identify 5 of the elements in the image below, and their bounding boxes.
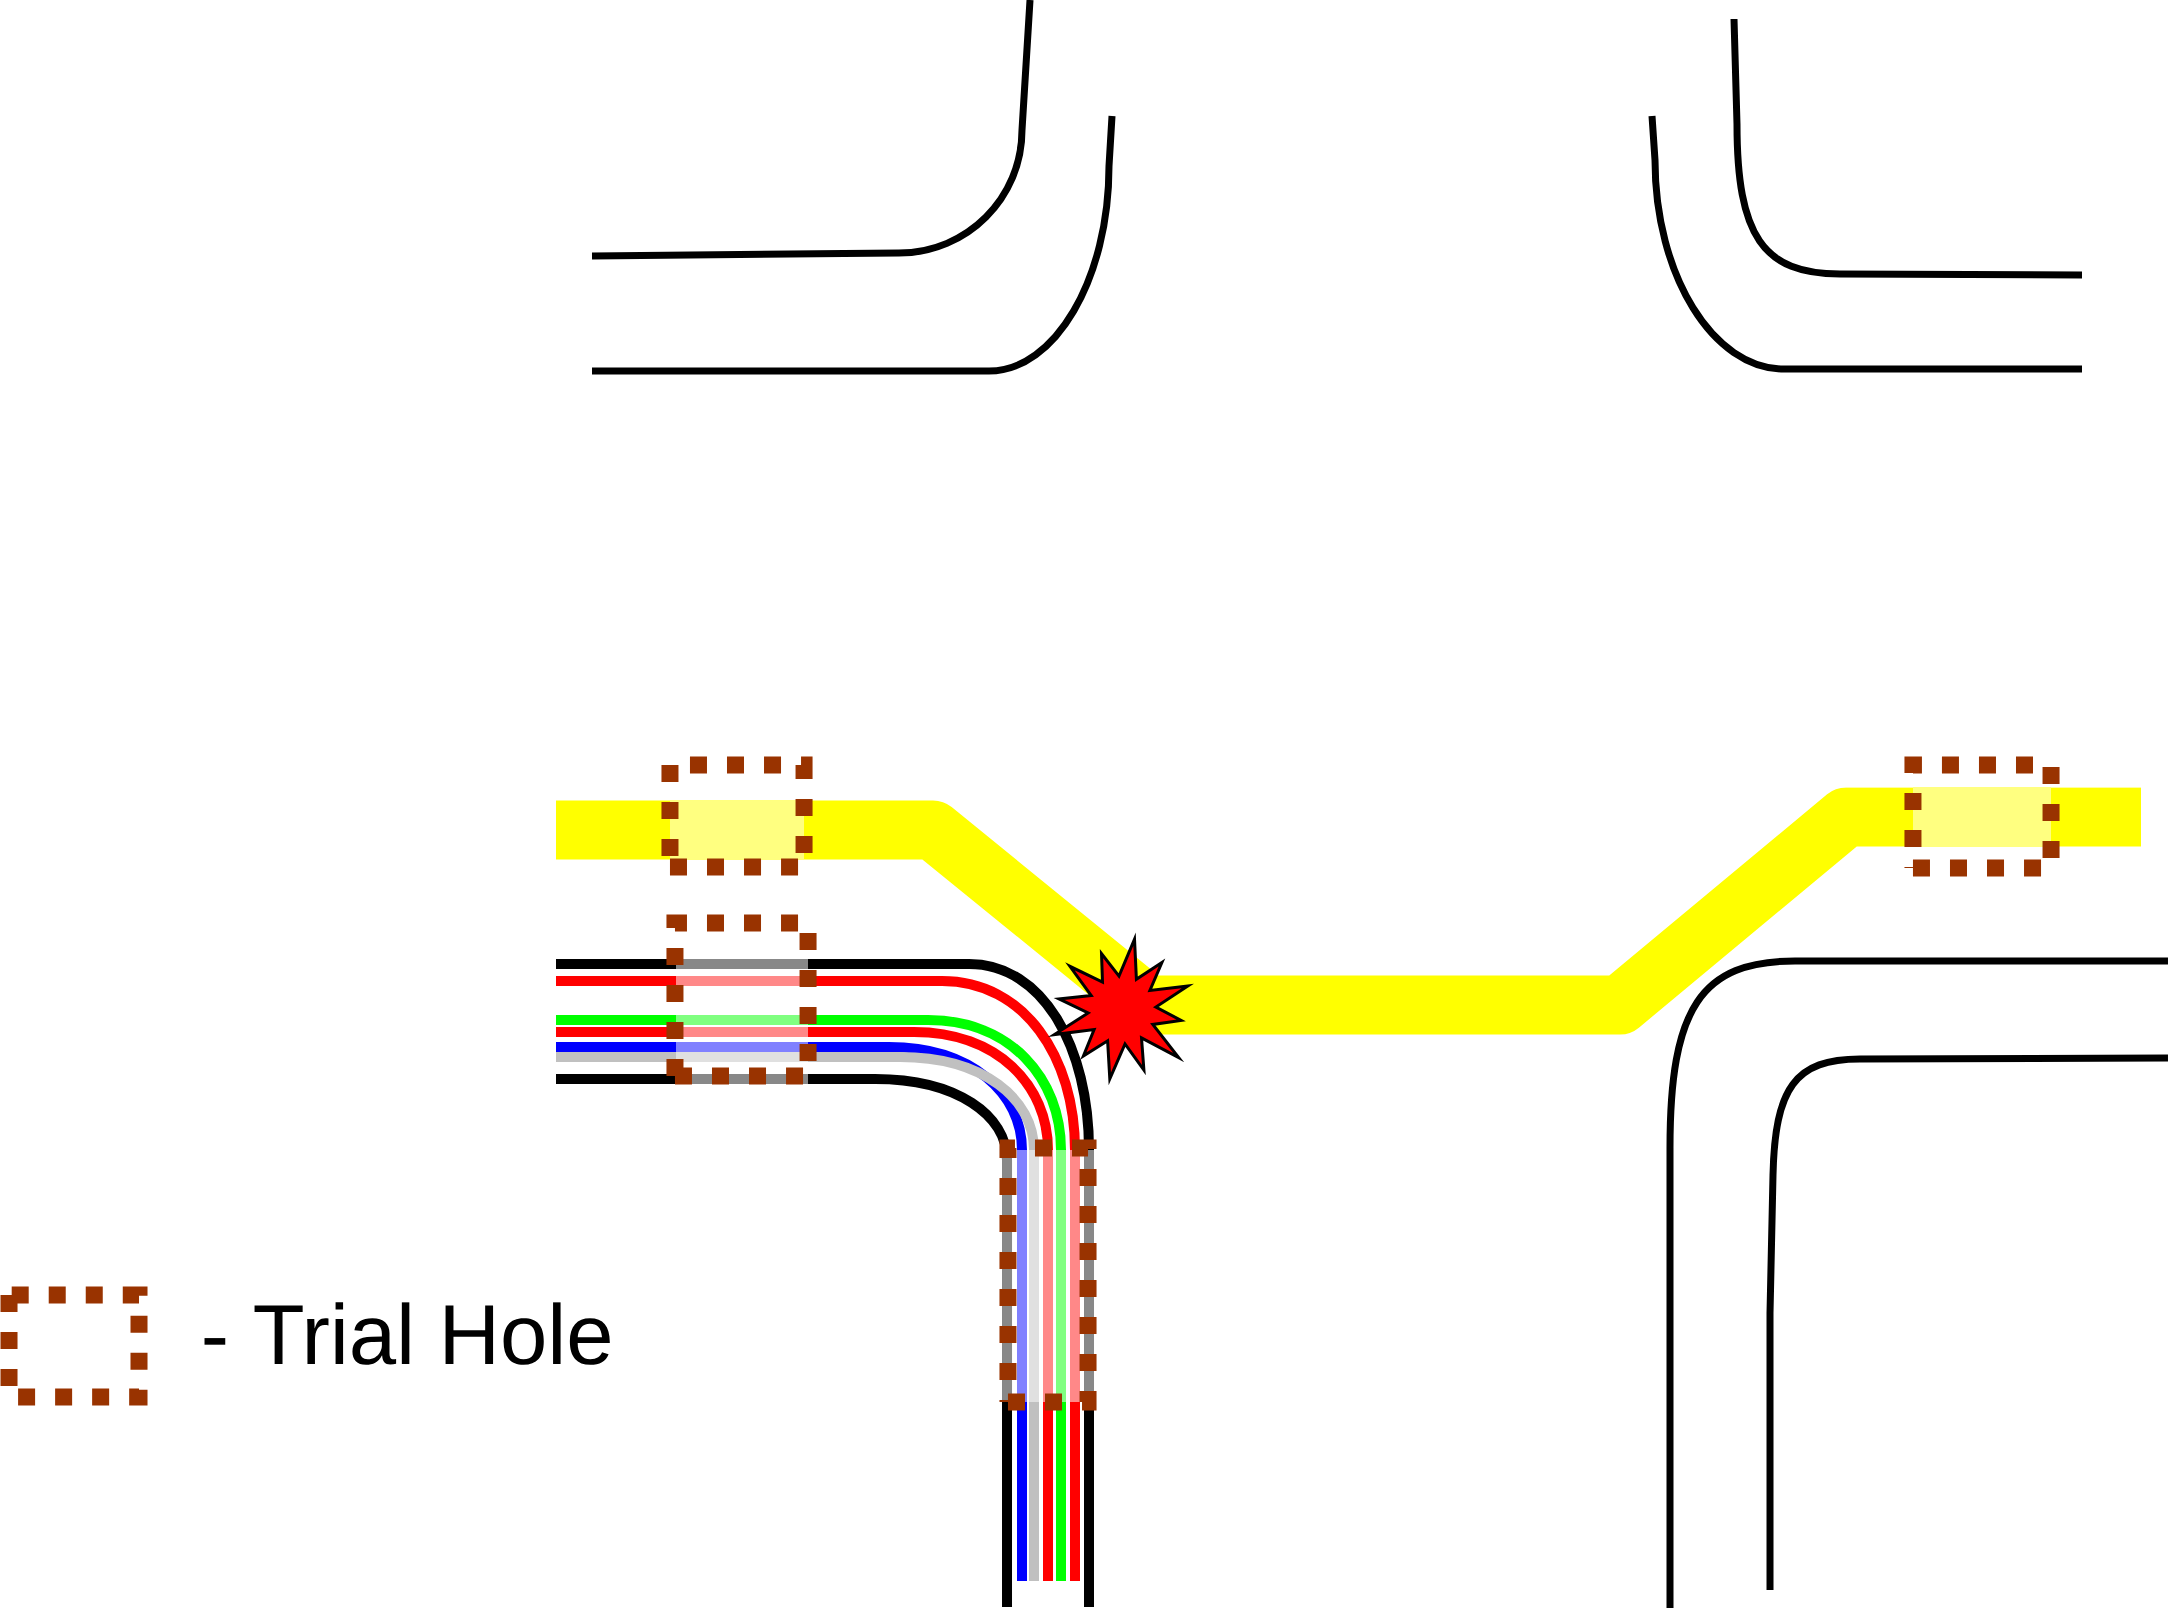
legend-label: - Trial Hole bbox=[204, 1302, 610, 1365]
trial-hole-outline bbox=[661, 756, 813, 876]
trial-hole-outline bbox=[999, 1139, 1097, 1411]
trial-hole-outline bbox=[666, 914, 817, 1085]
trial-hole-outline bbox=[1904, 756, 2060, 877]
